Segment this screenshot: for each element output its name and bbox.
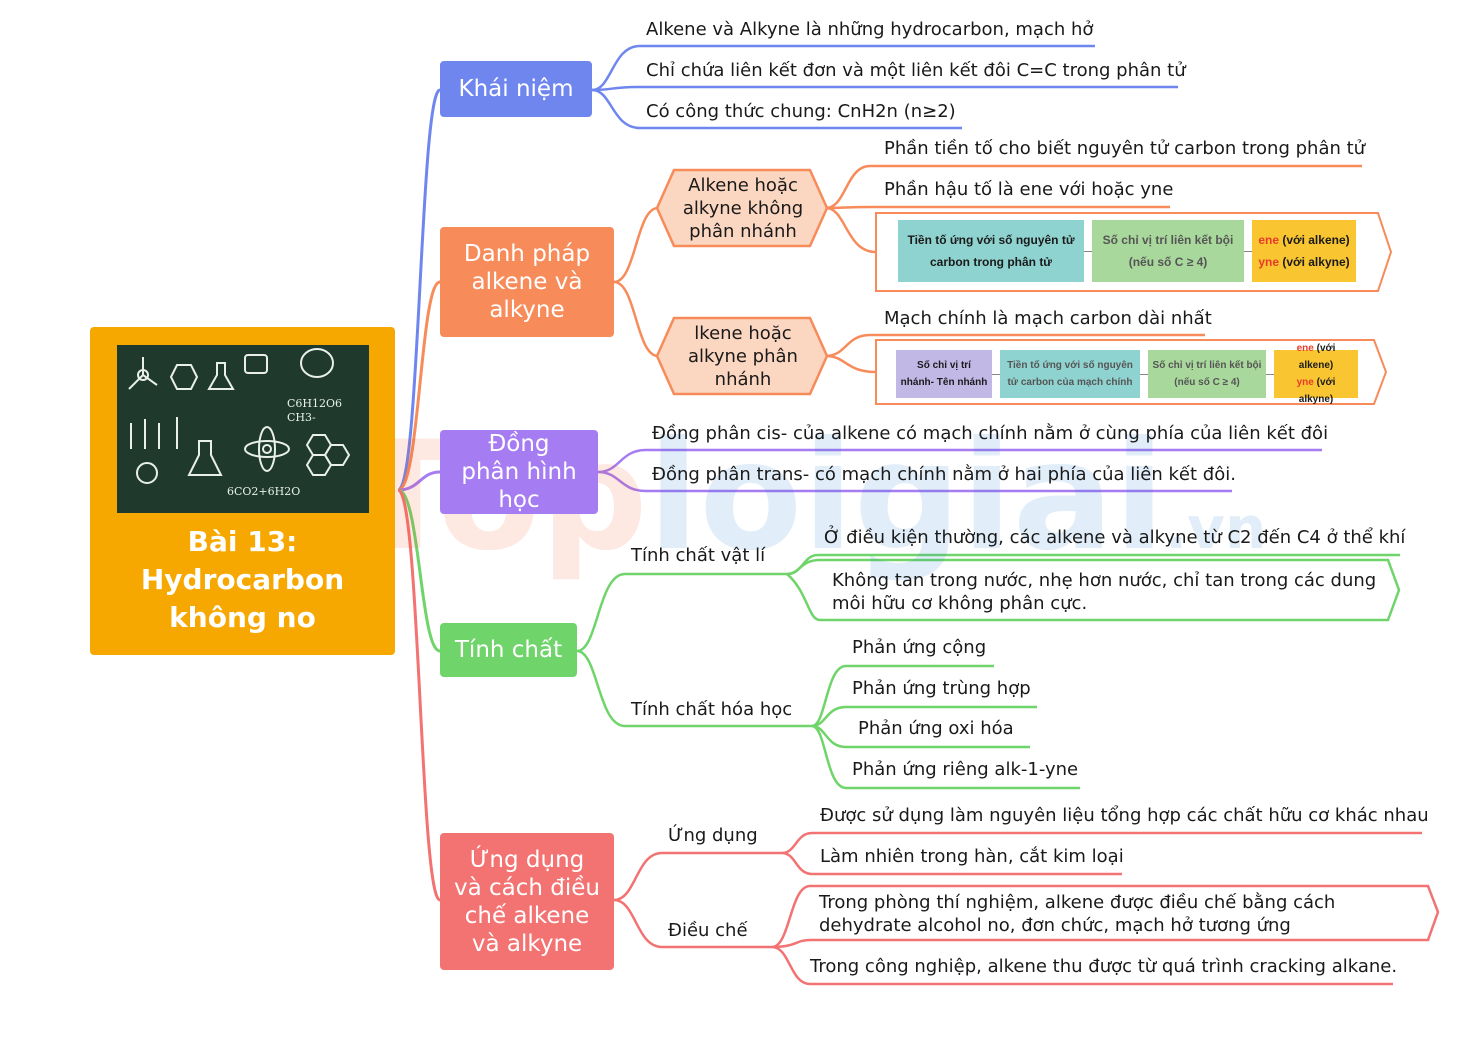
- dieu-che-leaf: Trong phòng thí nghiệm, alkene được điều…: [819, 892, 1336, 936]
- tinh-chat-hoa-hoc[interactable]: Tính chất hóa học: [631, 699, 793, 720]
- formula-suffix-ene: ene (với alkene): [1258, 229, 1349, 251]
- dong-phan-leaf: Đồng phân cis- của alkene có mạch chính …: [652, 423, 1329, 444]
- khai-niem-leaf: Chỉ chứa liên kết đơn và một liên kết đô…: [646, 60, 1186, 81]
- dong-phan-leaf: Đồng phân trans- có mạch chính nằm ở hai…: [652, 464, 1236, 485]
- branch-tinh-chat[interactable]: Tính chất: [440, 623, 577, 677]
- formula-box-position: Số chỉ vị trí liên kết bội (nếu số C ≥ 4…: [1092, 220, 1244, 282]
- formula-dash: [1140, 373, 1148, 375]
- formula-box-prefix: Tiền tố ứng với số nguyên tử carbon của …: [1000, 350, 1140, 398]
- formula-suffix-yne: yne (với alkyne): [1258, 251, 1349, 273]
- danh-phap-phan-nhanh[interactable]: lkene hoặc alkyne phân nhánh: [688, 323, 798, 390]
- dieu-che-leaf: Trong công nghiệp, alkene thu được từ qu…: [810, 956, 1398, 977]
- formula-box-position-text: Số chỉ vị trí liên kết bội (nếu số C ≥ 4…: [1152, 360, 1262, 388]
- svg-text:6CO2+6H2O: 6CO2+6H2O: [227, 485, 300, 498]
- vat-li-leaf: Ở điều kiện thường, các alkene và alkyne…: [824, 527, 1406, 548]
- ung-dung-leaf: Làm nhiên trong hàn, cắt kim loại: [820, 846, 1124, 867]
- formula-box-position: Số chỉ vị trí liên kết bội (nếu số C ≥ 4…: [1148, 350, 1266, 398]
- hoa-hoc-leaf: Phản ứng cộng: [852, 637, 987, 658]
- formula-box-position-text: Số chỉ vị trí liên kết bội (nếu số C ≥ 4…: [1102, 233, 1234, 269]
- suffix-ene-note: (với alkene): [1298, 343, 1336, 371]
- suffix-yne-red: yne: [1258, 255, 1280, 269]
- svg-text:CH3-: CH3-: [287, 411, 316, 424]
- center-topic-title: Bài 13: Hydrocarbon không no: [140, 525, 345, 634]
- formula-suffix-yne: yne (với alkyne): [1278, 374, 1354, 408]
- formula-box-branch-text: Số chỉ vị trí nhánh- Tên nhánh: [900, 360, 988, 388]
- ung-dung-label[interactable]: Ứng dụng: [668, 825, 758, 846]
- suffix-yne-note: (với alkyne): [1298, 377, 1336, 405]
- dieu-che-label[interactable]: Điều chế: [668, 920, 748, 941]
- formula-suffix-ene: ene (với alkene): [1278, 340, 1354, 374]
- suffix-ene-red: ene: [1258, 233, 1280, 247]
- svg-text:C6H12O6: C6H12O6: [287, 397, 342, 410]
- vat-li-leaf: Không tan trong nước, nhẹ hơn nước, chỉ …: [832, 570, 1377, 614]
- chemistry-blackboard-image: C6H12O6 CH3- 6CO2+6H2O: [117, 345, 369, 513]
- branch-dong-phan[interactable]: Đồng phân hình học: [440, 430, 598, 514]
- formula-dash: [992, 373, 1000, 375]
- formula-khong-phan-nhanh: Tiền tố ứng với số nguyên tử carbon tron…: [898, 220, 1356, 282]
- formula-box-suffix: ene (với alkene) yne (với alkyne): [1274, 343, 1358, 405]
- danh-phap-leaf: Phần hậu tố là ene với hoặc yne: [884, 179, 1174, 200]
- suffix-yne-note: (với alkyne): [1282, 255, 1350, 269]
- hoa-hoc-leaf: Phản ứng trùng hợp: [852, 678, 1031, 699]
- danh-phap-leaf: Phần tiền tố cho biết nguyên tử carbon t…: [884, 138, 1366, 159]
- ung-dung-leaf: Được sử dụng làm nguyên liệu tổng hợp cá…: [820, 805, 1429, 826]
- tinh-chat-vat-li[interactable]: Tính chất vật lí: [631, 545, 766, 566]
- formula-dash: [1266, 373, 1274, 375]
- khai-niem-leaf: Có công thức chung: CnH2n (n≥2): [646, 101, 956, 122]
- khai-niem-leaf: Alkene và Alkyne là những hydrocarbon, m…: [646, 19, 1094, 40]
- hoa-hoc-leaf: Phản ứng oxi hóa: [858, 718, 1014, 739]
- formula-box-prefix-text: Tiền tố ứng với số nguyên tử carbon của …: [1007, 360, 1133, 388]
- danh-phap-leaf: Mạch chính là mạch carbon dài nhất: [884, 308, 1212, 329]
- suffix-yne-red: yne: [1296, 377, 1314, 388]
- formula-box-branch: Số chỉ vị trí nhánh- Tên nhánh: [896, 350, 992, 398]
- suffix-ene-note: (với alkene): [1282, 233, 1350, 247]
- branch-danh-phap[interactable]: Danh pháp alkene và alkyne: [440, 227, 614, 337]
- chemistry-doodle-icon: C6H12O6 CH3- 6CO2+6H2O: [128, 348, 351, 498]
- danh-phap-khong-phan-nhanh[interactable]: Alkene hoặc alkyne không phân nhánh: [682, 175, 804, 242]
- formula-box-prefix-text: Tiền tố ứng với số nguyên tử carbon tron…: [907, 233, 1075, 269]
- center-topic-card[interactable]: C6H12O6 CH3- 6CO2+6H2O Bài 13: Hydrocarb…: [90, 327, 395, 655]
- branch-ung-dung[interactable]: Ứng dụng và cách điều chế alkene và alky…: [440, 833, 614, 970]
- formula-dash: [1084, 250, 1092, 252]
- hoa-hoc-leaf: Phản ứng riêng alk-1-yne: [852, 759, 1079, 780]
- formula-box-suffix: ene (với alkene) yne (với alkyne): [1252, 220, 1356, 282]
- formula-phan-nhanh: Số chỉ vị trí nhánh- Tên nhánh Tiền tố ứ…: [896, 343, 1358, 405]
- formula-box-prefix: Tiền tố ứng với số nguyên tử carbon tron…: [898, 220, 1084, 282]
- suffix-ene-red: ene: [1296, 343, 1314, 354]
- branch-khai-niem[interactable]: Khái niệm: [440, 61, 592, 117]
- formula-dash: [1244, 250, 1252, 252]
